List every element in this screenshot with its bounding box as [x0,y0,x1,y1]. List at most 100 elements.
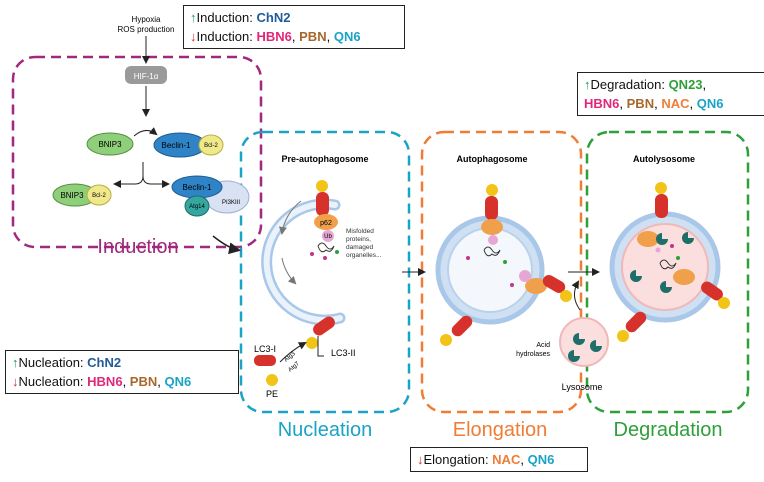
lc3-ii-marker [313,316,335,336]
arrow-lysosome-fusion [571,280,581,311]
acid-hydrolases-label-1: Acid [536,342,550,349]
misfolded-label-2: proteins, [346,236,371,243]
lc3-ii-pe [306,337,318,349]
compound-qn6: QN6 [333,29,361,44]
hif-node [125,66,167,84]
ub-node [322,230,334,242]
pe-dot [655,182,667,194]
hydrolase-icon [590,340,602,352]
panel-title-autolysosome: Autolysosome [633,154,695,164]
lc3-ii-bracket [317,336,324,357]
degradation-regulation-box: ↑Degradation: QN23, HBN6, PBN, NAC, QN6 [577,72,764,116]
arrow-bnip3-beclin [133,127,158,137]
compound-pbn: PBN [129,374,158,389]
beclin-label-1: Beclin-1 [162,141,191,150]
up-arrow: ↑ [584,77,591,92]
cargo-dot [510,283,514,287]
induction-down-line: ↓Induction: HBN6, PBN, QN6 [190,29,361,44]
cargo-dot [310,252,314,256]
ub-label: Ub [324,234,332,240]
hydrolase-icon [630,270,642,282]
compound-qn6: QN6 [696,96,724,111]
nucleation-down-line: ↓Nucleation: HBN6, PBN, QN6 [12,374,192,389]
beclin-label-2: Beclin-1 [183,183,212,192]
lc3-i-node [254,355,276,366]
misfolded-label-3: damaged [346,244,373,251]
lc3-marker [451,315,473,337]
p62-node [481,219,503,235]
atg14-label: Atg14 [189,204,205,210]
lysosome-label: Lysosome [562,382,603,392]
nucleation-up-line: ↑Nucleation: ChN2 [12,355,122,370]
pi3k-label: PI3KIII [222,200,240,206]
degradation-up-line-2: HBN6, PBN, NAC, QN6 [584,96,724,111]
down-arrow: ↓ [417,452,424,467]
compound-chn2: ChN2 [256,10,291,25]
pe-node [266,374,278,386]
lc3-marker [655,194,668,218]
arrow-lc3-conversion [279,342,307,363]
elongation-down-line: ↓Elongation: NAC, QN6 [417,452,555,467]
down-arrow: ↓ [12,374,19,389]
degradation-up-line-1: ↑Degradation: QN23, [584,77,707,92]
compound-pbn: PBN [299,29,327,44]
hydrolase-icon [656,233,668,245]
misfolded-label-4: organelles... [346,252,382,259]
ros-label: ROS production [118,25,175,34]
p62-node [525,278,547,294]
bnip3-node [86,132,134,156]
induction-frame [11,55,263,249]
cargo-dot [503,260,507,264]
lc3-marker [542,275,566,293]
compound-hbn6: HBN6 [256,29,292,44]
pe-dot [316,180,328,192]
lc3-marker [625,311,647,333]
pe-label: PE [266,389,278,399]
compound-nac: NAC [661,96,690,111]
compound-qn6: QN6 [164,374,192,389]
pe-dot [617,330,629,342]
bcl2-label-2: Bcl-2 [92,193,106,199]
lc3i-label: LC3-I [254,344,276,354]
induction-up-line: ↑Induction: ChN2 [190,10,291,25]
pe-dot [718,297,730,309]
p62-node [314,214,338,230]
compound-hbn6: HBN6 [584,96,620,111]
stage-label-degradation: Degradation [614,419,723,441]
ub-node [488,235,498,245]
acid-hydrolases-label-2: hydrolases [516,351,550,358]
lc3-marker [316,192,329,216]
compound-qn6: QN6 [527,452,555,467]
misfolded-protein-icon [483,246,501,257]
elongation-regulation-box: ↓Elongation: NAC, QN6 [410,447,588,472]
atg7-label: Atg7 [287,361,301,374]
cargo-dot [335,250,339,254]
ub-node [519,270,531,282]
compound-qn23: QN23 [668,77,703,92]
expansion-arrow-1 [278,200,302,235]
compound-chn2: ChN2 [87,355,122,370]
p62-node [673,269,695,285]
misfolded-protein-icon [317,242,335,253]
hydrolase-icon [660,281,672,293]
bcl2-node-2 [86,184,112,206]
misfolded-label-1: Misfolded [346,228,374,235]
compound-nac: NAC [492,452,521,467]
atg14-node [184,195,210,217]
lc3-marker [485,196,498,220]
arrow-induction-nucleation [212,235,241,255]
panel-title-autophagosome: Autophagosome [457,154,528,164]
pe-dot [440,334,452,346]
arrow-to-beclin-complex [142,175,170,188]
p62-node [637,231,659,247]
phagophore-membrane-inner [263,201,343,323]
up-arrow: ↑ [190,10,197,25]
down-arrow: ↓ [190,29,197,44]
arrow-to-bnip3-bcl2 [113,162,144,188]
cargo-dot [466,256,470,260]
bcl2-label-1: Bcl-2 [204,143,218,149]
bcl2-node-1 [198,134,224,156]
pe-dot [560,290,572,302]
hydrolase-icon [568,350,580,362]
